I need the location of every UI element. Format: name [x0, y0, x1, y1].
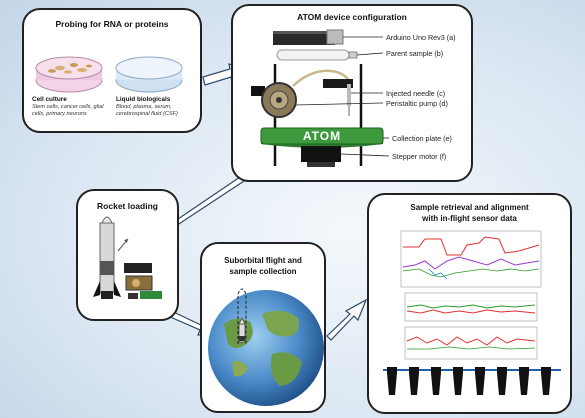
sensor-chart-1: [400, 230, 542, 288]
arrow-flight-to-retrieval: [326, 298, 368, 341]
pump-icon: [251, 82, 297, 118]
sensor-chart-3: [404, 326, 538, 360]
parent-sample-icon: [276, 49, 358, 61]
petri-dishes: [35, 56, 183, 93]
earth-drawing: [208, 288, 324, 406]
sample-tube-icon: [387, 367, 551, 395]
cell-culture-desc-2: cells, primary neurons: [32, 111, 87, 117]
probing-title: Probing for RNA or proteins: [55, 19, 169, 29]
liquid-biologicals-label: Liquid biologicals: [116, 96, 171, 103]
retrieval-title-line2: with in-flight sensor data: [422, 214, 517, 223]
cell-culture-label: Cell culture: [32, 96, 67, 103]
rocket-icon: [93, 216, 121, 299]
flight-trajectory: [237, 288, 247, 344]
sensor-chart-2: [404, 292, 538, 322]
rocket-loading-title: Rocket loading: [97, 201, 158, 211]
cell-culture-desc-1: Stem cells, cancer cells, glial: [32, 104, 104, 110]
rocket-drawing: [93, 216, 162, 299]
flight-title-line2: sample collection: [229, 267, 297, 276]
atom-device-drawing: [251, 29, 390, 167]
syringe-icon: [323, 79, 353, 116]
label-parent-sample: Parent sample (b): [386, 49, 444, 58]
rocket-small-icon: [238, 317, 246, 343]
stepper-motor-icon: [301, 146, 341, 167]
electronics-board-icon: [124, 263, 162, 299]
sensor-charts-drawing: [383, 230, 561, 395]
rocket-loading-panel: Rocket loading: [76, 189, 179, 321]
petri-dish-cells-icon: [35, 56, 103, 93]
label-arduino: Arduino Uno Rev3 (a): [386, 33, 456, 42]
retrieval-title-line1: Sample retrieval and alignment: [410, 203, 529, 212]
probing-panel: Probing for RNA or proteins Cell culture…: [22, 8, 202, 133]
label-stepper-motor: Stepper motor (f): [392, 152, 447, 161]
label-collection-plate: Collection plate (e): [392, 134, 452, 143]
label-injected-needle: Injected needle (c): [386, 89, 446, 98]
atom-device-label: ATOM: [302, 129, 342, 143]
liquid-desc-1: Blood, plasma, serum,: [116, 104, 172, 110]
arduino-board-icon: [273, 29, 344, 45]
label-peristaltic-pump: Peristaltic pump (d): [386, 99, 448, 108]
petri-dish-liquid-icon: [115, 56, 183, 93]
earth-globe-icon: [208, 290, 324, 406]
suborbital-flight-panel: Suborbital flight and sample collection: [200, 242, 326, 413]
sample-retrieval-panel: Sample retrieval and alignment with in-f…: [367, 193, 572, 414]
flight-title-line1: Suborbital flight and: [224, 256, 302, 265]
liquid-desc-2: cerebrospinal fluid (CSF): [116, 111, 178, 117]
atom-panel: ATOM device configuration: [231, 4, 473, 182]
atom-title: ATOM device configuration: [297, 12, 407, 22]
collection-plate-icon: [260, 127, 384, 148]
